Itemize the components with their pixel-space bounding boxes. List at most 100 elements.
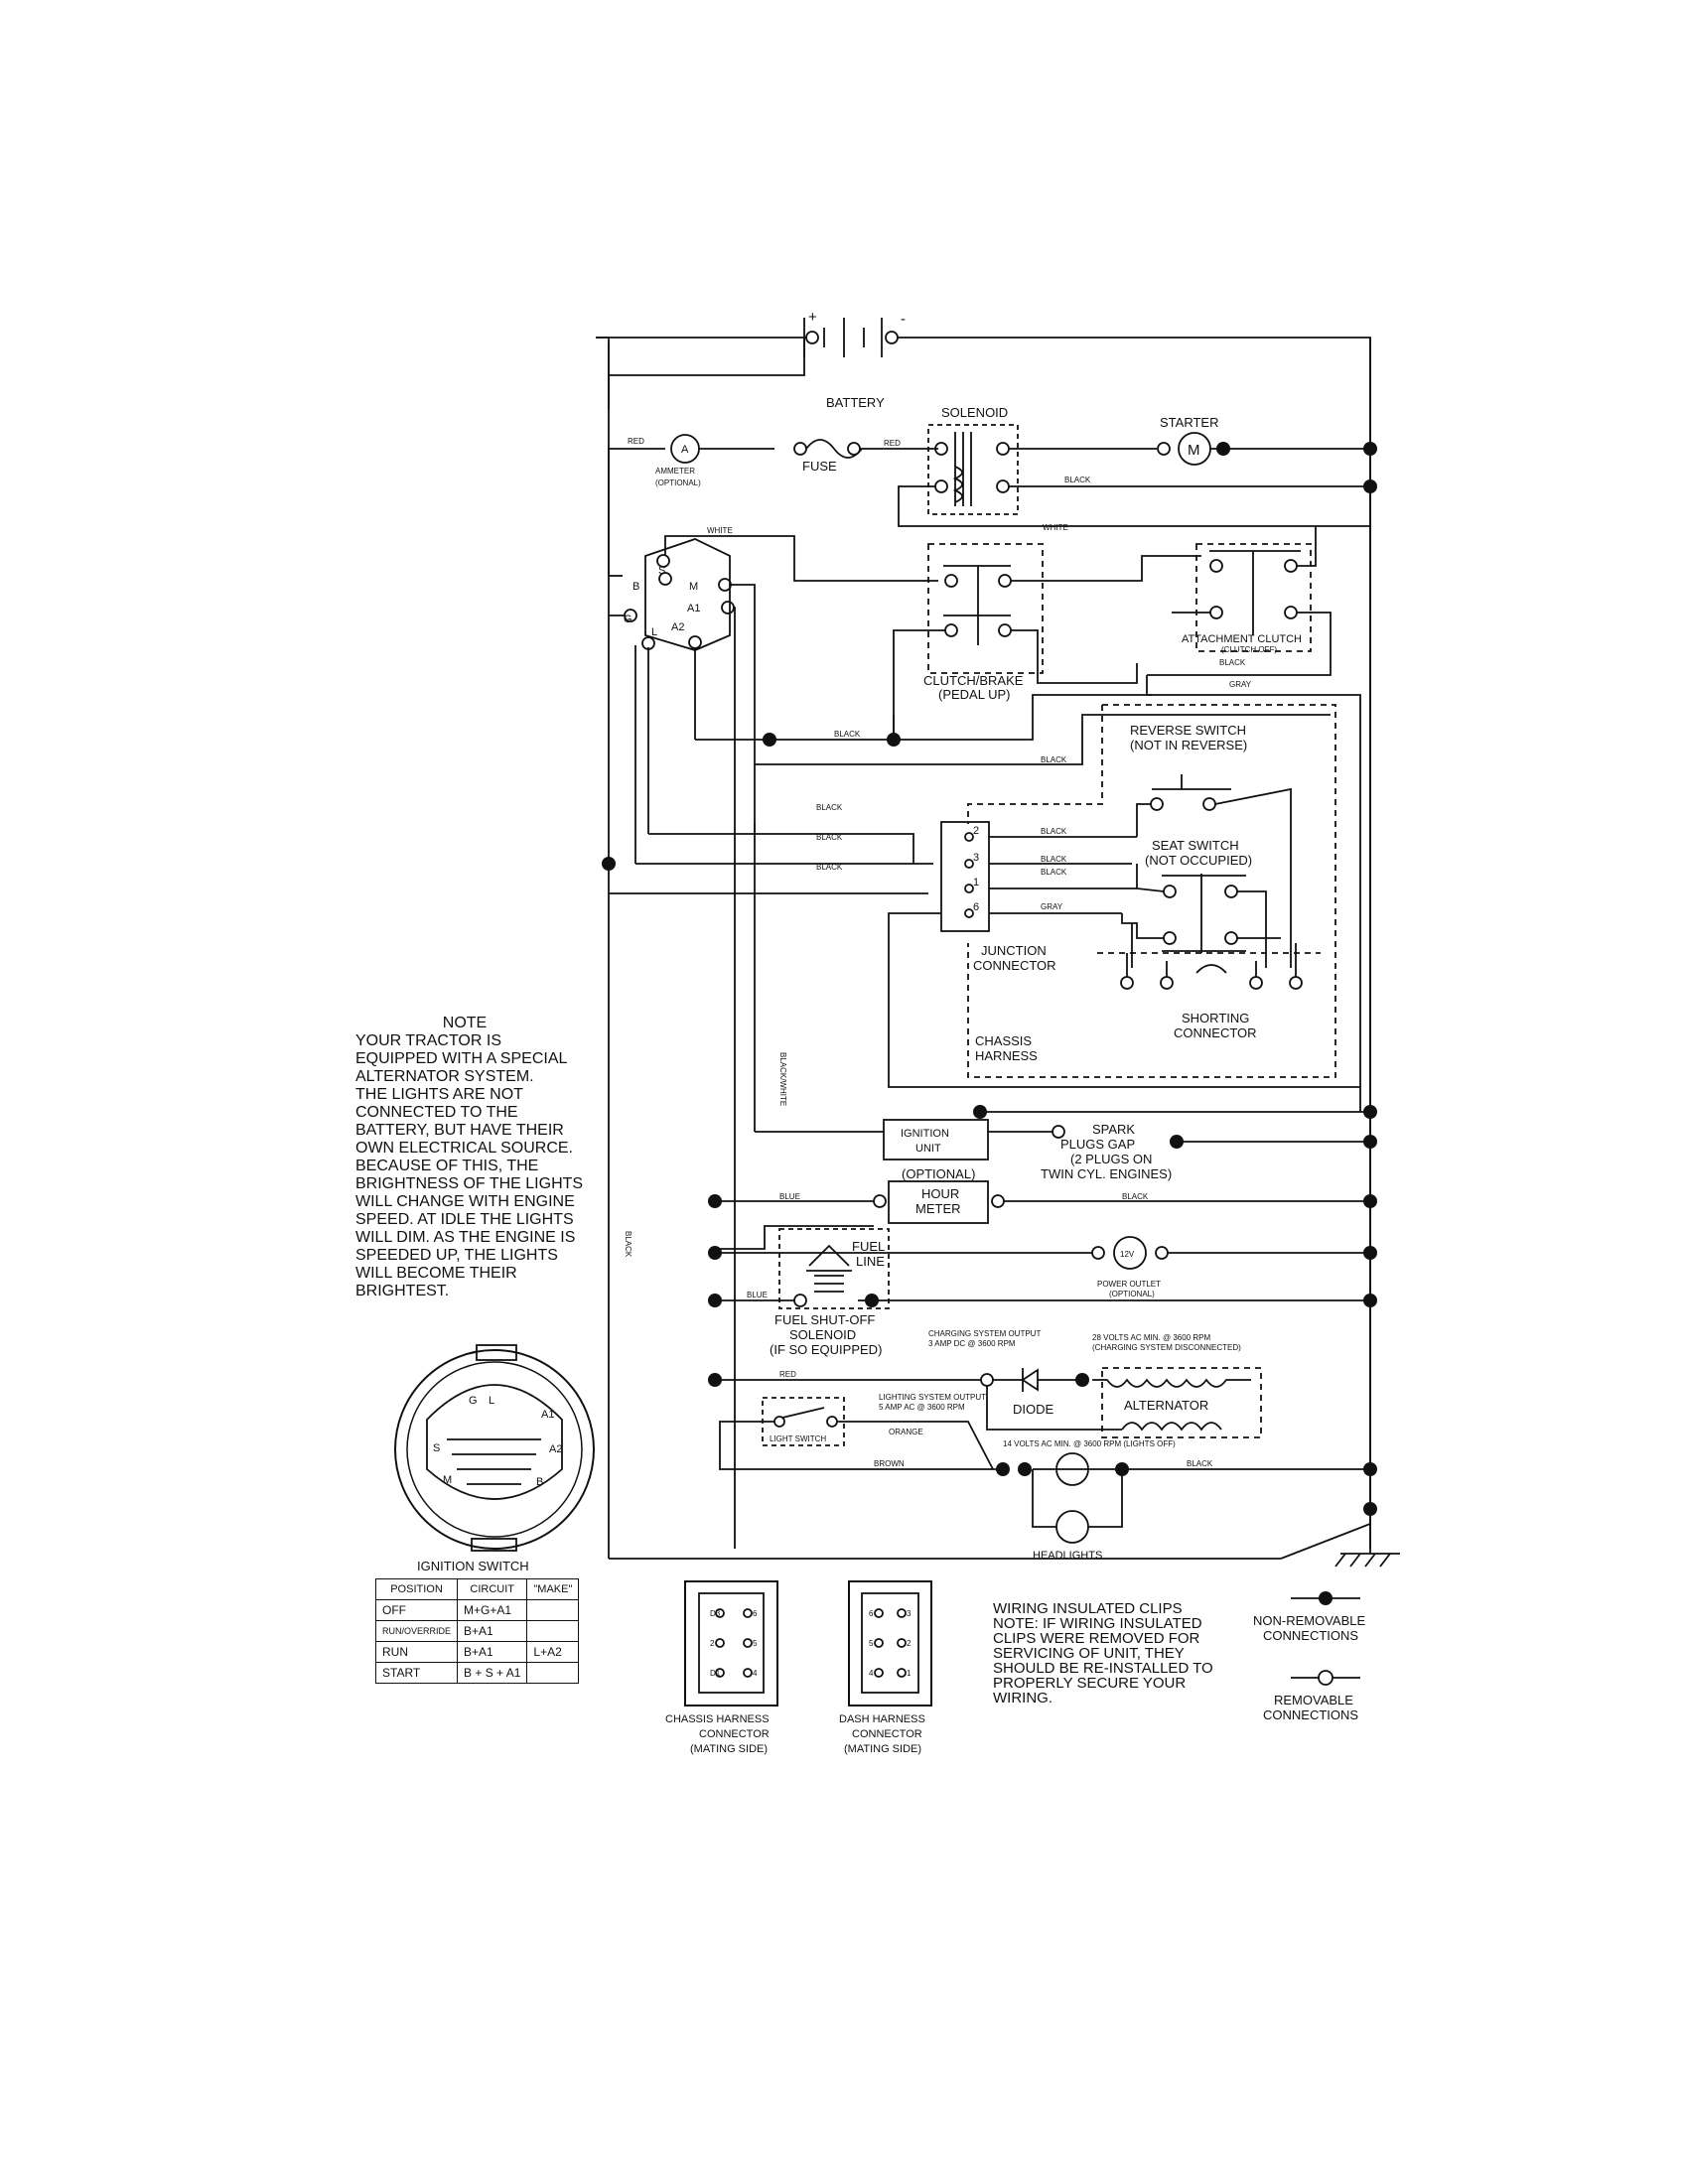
note-line: WILL CHANGE WITH ENGINE: [355, 1193, 575, 1210]
dash-connector-line2: CONNECTOR: [852, 1728, 922, 1740]
face-s: S: [433, 1442, 440, 1454]
wire-blue-2: BLUE: [747, 1291, 768, 1299]
table-row: RUN B+A1 L+A2: [374, 1641, 580, 1663]
seat-switch-label: SEAT SWITCH: [1152, 838, 1239, 853]
dash-connector-line1: DASH HARNESS: [839, 1713, 925, 1725]
note-line: WILL DIM. AS THE ENGINE IS: [355, 1229, 576, 1246]
table-cell: [526, 1662, 580, 1684]
alternator-label: ALTERNATOR: [1124, 1398, 1208, 1413]
charging-ac-line2: (CHARGING SYSTEM DISCONNECTED): [1092, 1343, 1241, 1352]
note-line: BRIGHTEST.: [355, 1283, 450, 1299]
non-removable-dots: [602, 442, 1377, 1605]
hour-meter-line2: METER: [915, 1201, 961, 1216]
face-a1: A1: [541, 1409, 554, 1421]
table-header-row: POSITION CIRCUIT "MAKE": [374, 1578, 580, 1600]
ignition-switch-face: [394, 1344, 595, 1552]
shorting-connector: [1097, 943, 1321, 990]
ign-term-a1: A1: [687, 603, 700, 614]
wire-gray-2: GRAY: [1041, 902, 1063, 911]
table-cell: RUN: [374, 1641, 459, 1663]
note-body: YOUR TRACTOR IS EQUIPPED WITH A SPECIAL …: [355, 1032, 614, 1300]
ign-term-a2: A2: [671, 621, 684, 633]
dash-pin-2: 2: [907, 1639, 912, 1648]
wire-black-white: BLACK/WHITE: [778, 1052, 787, 1106]
clips-note-line3: CLIPS WERE REMOVED FOR: [993, 1630, 1200, 1647]
alternator-note: NOTE YOUR TRACTOR IS EQUIPPED WITH A SPE…: [355, 1015, 614, 1300]
power-outlet-line2: (OPTIONAL): [1109, 1290, 1155, 1298]
note-line: BRIGHTNESS OF THE LIGHTS: [355, 1175, 584, 1192]
note-title: NOTE: [442, 1015, 488, 1031]
table-header: POSITION: [374, 1578, 459, 1600]
solenoid: [898, 424, 1370, 527]
red-wire-top: [608, 434, 938, 576]
charging-output-line1: CHARGING SYSTEM OUTPUT: [928, 1329, 1041, 1338]
ign-term-g: G: [624, 614, 632, 625]
clutch-brake-label: CLUTCH/BRAKE: [923, 673, 1024, 688]
reverse-switch-label: REVERSE SWITCH: [1130, 723, 1246, 738]
clips-note-line4: SERVICING OF UNIT, THEY: [993, 1645, 1185, 1662]
spark-plugs-line4: TWIN CYL. ENGINES): [1041, 1166, 1172, 1181]
fuse-label: FUSE: [802, 459, 837, 474]
charging-circuit: [715, 1367, 1262, 1438]
table-cell: [526, 1599, 580, 1621]
ignition-unit-line1: IGNITION: [901, 1128, 949, 1140]
ammeter-symbol: A: [681, 444, 689, 456]
ign-term-l: L: [651, 626, 657, 638]
wire-red-2: RED: [884, 439, 901, 448]
diode-label: DIODE: [1013, 1402, 1054, 1417]
headlights-label: HEADLIGHTS: [1033, 1550, 1102, 1562]
wire-red-3: RED: [779, 1370, 796, 1379]
legend-symbols: [1291, 1597, 1360, 1686]
fuel-line-label: LINE: [856, 1254, 885, 1269]
chassis-pin-4: 4: [753, 1669, 758, 1678]
reverse-switch-sub: (NOT IN REVERSE): [1130, 738, 1247, 752]
chassis-connector-line2: CONNECTOR: [699, 1728, 770, 1740]
wire-red-1: RED: [628, 437, 644, 446]
hour-meter-circuit: [715, 1180, 1370, 1224]
table-cell: B + S + A1: [457, 1662, 528, 1684]
ground-symbol: [1334, 1469, 1400, 1568]
wire-black-11: BLACK: [1187, 1459, 1213, 1468]
chassis-harness-connector-drawing: [684, 1580, 778, 1706]
black-harness-runs: [609, 694, 1331, 894]
note-line: OWN ELECTRICAL SOURCE.: [355, 1140, 573, 1157]
table-header: "MAKE": [526, 1578, 580, 1600]
charging-output-line2: 3 AMP DC @ 3600 RPM: [928, 1339, 1016, 1348]
dash-pin-4: 4: [869, 1669, 874, 1678]
wire-brown: BROWN: [874, 1459, 905, 1468]
dash-harness-connector-drawing: [848, 1580, 932, 1706]
shorting-connector-line2: CONNECTOR: [1174, 1025, 1257, 1040]
table-cell: L+A2: [526, 1641, 580, 1663]
fuel-solenoid-line1: FUEL SHUT-OFF: [774, 1312, 875, 1327]
starter-symbol: M: [1188, 442, 1200, 459]
table-cell: M+G+A1: [457, 1599, 528, 1621]
dash-pin-5: 5: [869, 1639, 874, 1648]
seat-switch: [1121, 864, 1281, 968]
chassis-harness-line1: CHASSIS: [975, 1033, 1032, 1048]
face-g: G: [469, 1395, 478, 1407]
ignition-unit-line2: UNIT: [915, 1143, 941, 1155]
dash-pin-1: 1: [907, 1669, 912, 1678]
table-row: OFF M+G+A1: [374, 1599, 580, 1621]
dash-connector-line3: (MATING SIDE): [844, 1743, 921, 1755]
hour-meter-optional: (OPTIONAL): [902, 1166, 975, 1181]
clips-note-line6: PROPERLY SECURE YOUR: [993, 1675, 1186, 1692]
face-a2: A2: [549, 1443, 562, 1455]
clips-note-line5: SHOULD BE RE-INSTALLED TO: [993, 1660, 1213, 1677]
wire-black-solenoid: BLACK: [1064, 476, 1091, 484]
fuel-solenoid-circuit: [715, 1225, 1370, 1309]
charging-ac-line1: 28 VOLTS AC MIN. @ 3600 RPM: [1092, 1333, 1210, 1342]
ignition-switch-table: POSITION CIRCUIT "MAKE" OFF M+G+A1 RUN/O…: [374, 1578, 580, 1684]
legend-non-removable-1: NON-REMOVABLE: [1253, 1613, 1365, 1628]
labels: + - BATTERY SOLENOID STARTER M A AMMETER…: [417, 309, 1365, 1755]
spark-plugs-line3: (2 PLUGS ON: [1070, 1152, 1152, 1166]
chassis-pin-d1: D1: [710, 1669, 721, 1678]
wire-white-1: WHITE: [1043, 523, 1068, 532]
junction-pin-1: 1: [973, 877, 979, 888]
dash-pin-6: 6: [869, 1609, 874, 1618]
table-row: RUN/OVERRIDE B+A1: [374, 1620, 580, 1642]
battery-minus: -: [901, 311, 906, 328]
chassis-harness-line2: HARNESS: [975, 1048, 1038, 1063]
wire-black-attach: BLACK: [1219, 658, 1246, 667]
light-switch-label: LIGHT SWITCH: [770, 1434, 826, 1443]
